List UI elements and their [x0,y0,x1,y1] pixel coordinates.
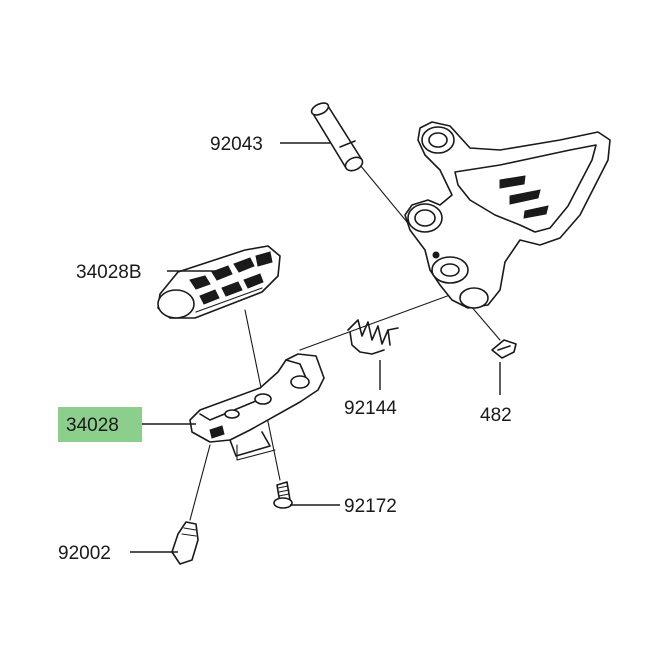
spring-axis-line [299,294,451,351]
selected-part-highlight [58,407,142,442]
plug-axis-line [189,444,211,521]
footpeg-body [189,353,325,457]
aux-line [236,449,276,461]
clip-axis-line [469,304,501,341]
mounting-bolt [273,481,293,509]
footpeg-bracket [404,121,611,309]
part-label-92043[interactable]: 92043 [210,134,263,155]
part-label-92144[interactable]: 92144 [344,398,397,419]
retaining-clip [491,339,517,359]
footpeg-rubber [157,245,281,319]
part-label-92172[interactable]: 92172 [344,496,397,517]
part-label-34028[interactable]: 34028 [66,415,119,436]
part-label-482[interactable]: 482 [480,405,512,426]
return-spring [347,319,399,355]
part-label-92002[interactable]: 92002 [58,543,111,564]
pivot-pin [310,102,364,172]
part-label-34028B[interactable]: 34028B [76,262,142,283]
end-plug [171,521,199,565]
